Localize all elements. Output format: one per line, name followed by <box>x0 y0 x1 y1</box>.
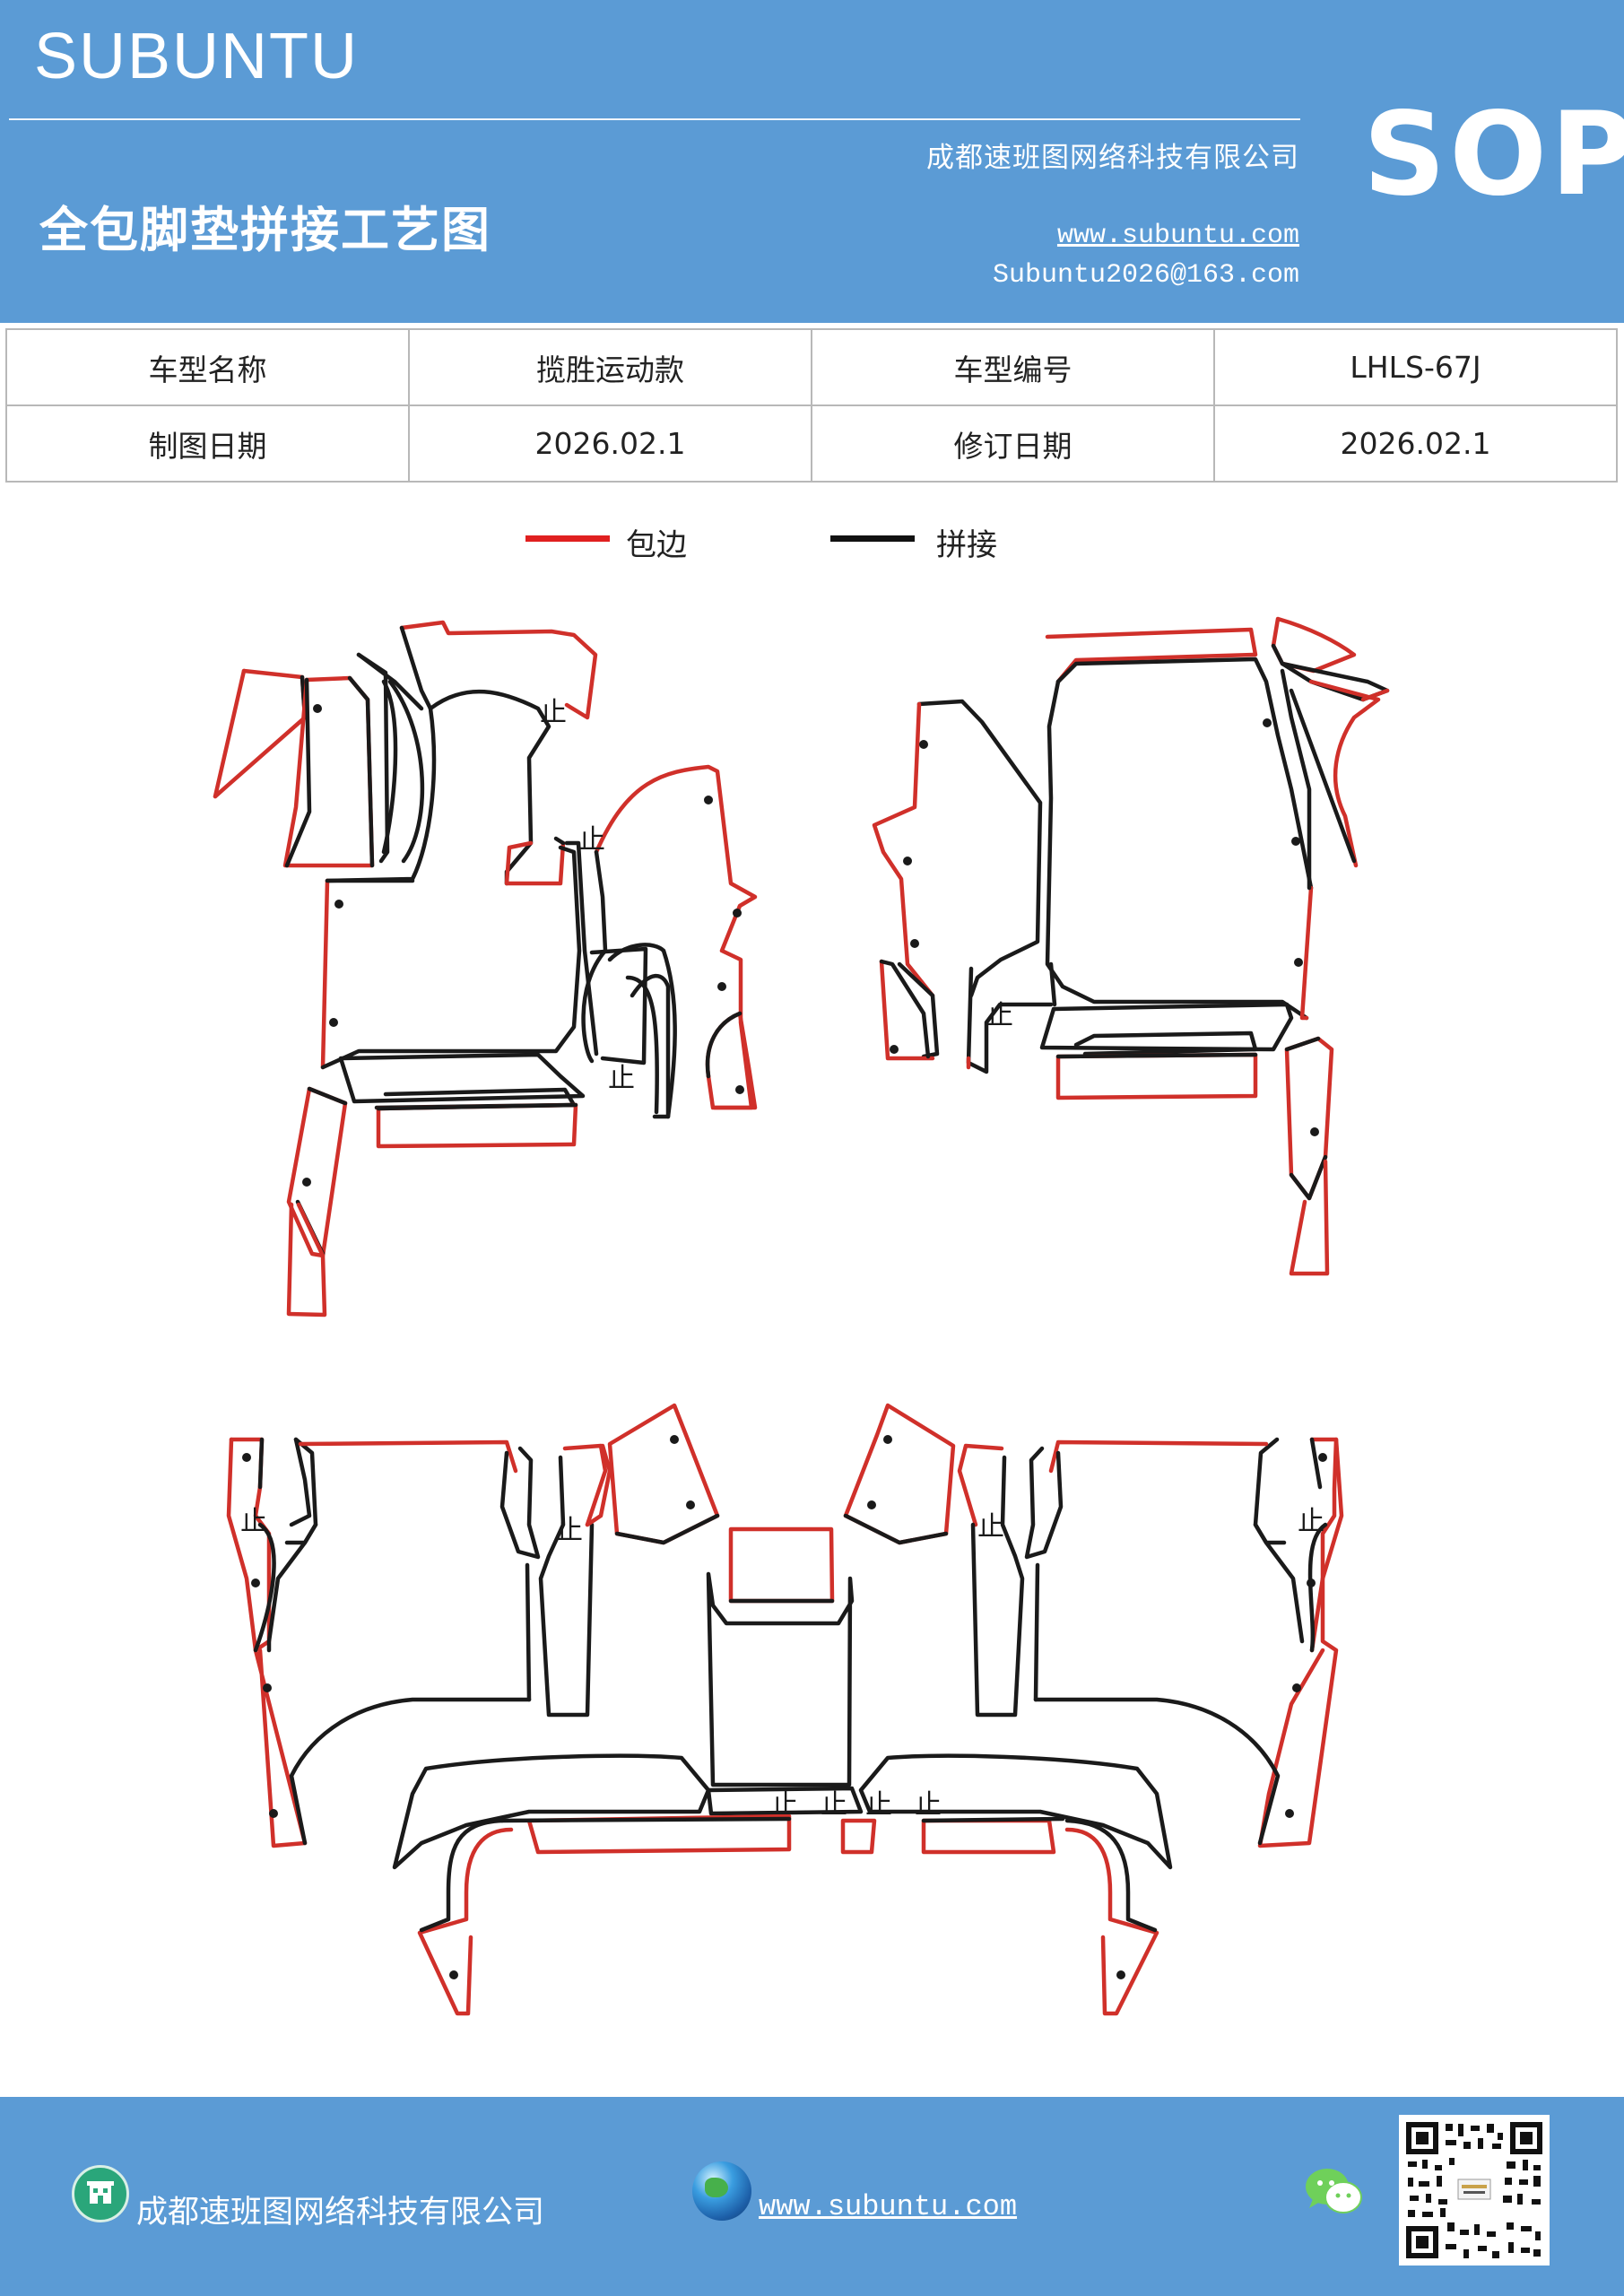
value-draw-date: 2026.02.1 <box>408 404 812 483</box>
front-right-pieces <box>872 616 1390 1276</box>
stop-mark: 止 <box>1298 1506 1324 1537</box>
wechat-icon[interactable] <box>1302 2163 1365 2221</box>
legend-swatch-seam <box>830 535 915 542</box>
stop-mark: 止 <box>977 1511 1004 1543</box>
header-website-link[interactable]: www.subuntu.com <box>1056 221 1299 251</box>
footer: 成都速班图网络科技有限公司 www.subuntu.com <box>0 2097 1624 2296</box>
label-model-name: 车型名称 <box>5 328 410 406</box>
legend-label-edge: 包边 <box>626 527 687 563</box>
stop-mark: 止 <box>578 824 605 856</box>
stop-mark: 止 <box>915 1789 942 1821</box>
value-model-code: LHLS-67J <box>1213 328 1618 406</box>
stop-mark: 止 <box>240 1506 267 1537</box>
header-banner: SUBUNTU SOP 成都速班图网络科技有限公司 全包脚垫拼接工艺图 www.… <box>0 0 1624 323</box>
label-revise-date: 修订日期 <box>811 404 1215 483</box>
stop-mark: 止 <box>608 1063 635 1094</box>
footer-website-link[interactable]: www.subuntu.com <box>759 2190 1018 2223</box>
front-left-pieces <box>213 620 758 1318</box>
sop-code: SOP <box>1363 88 1624 222</box>
stop-mark: 止 <box>821 1789 847 1821</box>
header-email[interactable]: Subuntu2026@163.com <box>992 260 1299 291</box>
value-revise-date: 2026.02.1 <box>1213 404 1618 483</box>
document-title: 全包脚垫拼接工艺图 <box>39 201 491 258</box>
value-model-name: 揽胜运动款 <box>408 328 812 406</box>
building-icon <box>72 2165 129 2222</box>
legend-label-seam: 拼接 <box>936 527 997 563</box>
header-divider <box>9 118 1300 120</box>
footer-company: 成都速班图网络科技有限公司 <box>136 2195 545 2231</box>
vehicle-info-table: 车型名称 揽胜运动款 车型编号 LHLS-67J 制图日期 2026.02.1 … <box>5 328 1618 483</box>
table-row: 制图日期 2026.02.1 修订日期 2026.02.1 <box>5 404 1618 483</box>
legend-swatch-edge <box>525 535 610 542</box>
label-model-code: 车型编号 <box>811 328 1215 406</box>
stop-mark: 止 <box>556 1515 583 1546</box>
stop-marks: 止 止 止 止 止 止 止 止 止 止 止 止 <box>240 697 1324 1821</box>
stop-mark: 止 <box>986 1000 1013 1031</box>
brand-name: SUBUNTU <box>34 21 360 92</box>
qr-code <box>1399 2115 1550 2266</box>
stop-mark: 止 <box>540 697 567 728</box>
globe-icon <box>692 2161 751 2221</box>
alignment-dots <box>242 704 1327 1979</box>
legend: 包边 拼接 <box>0 520 1624 574</box>
stop-mark: 止 <box>771 1789 798 1821</box>
rear-pieces <box>226 1403 1344 2016</box>
label-draw-date: 制图日期 <box>5 404 410 483</box>
table-row: 车型名称 揽胜运动款 车型编号 LHLS-67J <box>5 328 1618 406</box>
header-company: 成都速班图网络科技有限公司 <box>926 142 1299 174</box>
stop-mark: 止 <box>865 1789 892 1821</box>
